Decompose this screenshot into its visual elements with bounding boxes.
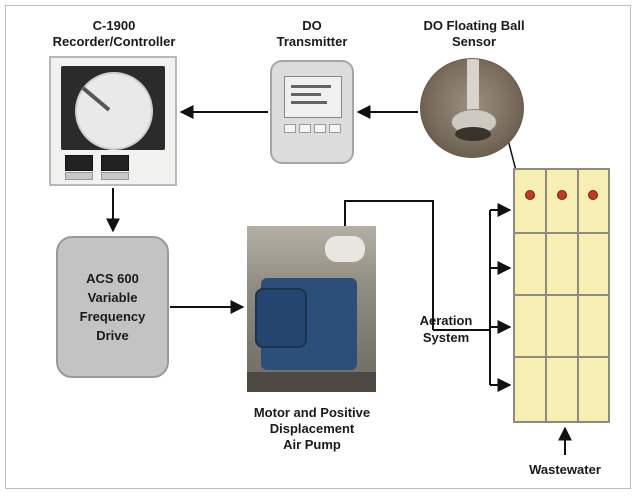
vfd-label-line1: ACS 600: [86, 271, 139, 286]
pump-outlet-pipe: [325, 236, 365, 262]
sensor-point-2: [557, 190, 567, 200]
floating-ball-sensor-photo: [420, 58, 524, 158]
transmitter-key-4: [329, 124, 341, 133]
recorder-label: C-1900 Recorder/Controller: [38, 18, 190, 50]
wastewater-label: Wastewater: [529, 462, 601, 477]
sensor-label-line2: Sensor: [451, 34, 497, 49]
transmitter-key-2: [299, 124, 311, 133]
recorder-display-left: [65, 155, 93, 171]
sensor-label-line1: DO Floating Ball: [423, 18, 525, 33]
aeration-label-line2: System: [422, 330, 470, 345]
sensor-label: DO Floating Ball Sensor: [400, 18, 548, 50]
recorder-screen: [61, 66, 165, 150]
aeration-label: Aeration System: [408, 312, 484, 346]
air-supply-line: [344, 200, 434, 330]
circular-chart-icon: [75, 72, 153, 150]
diagram-border: [5, 5, 631, 489]
transmitter-lcd: [284, 76, 342, 118]
pump-label-line1: Motor and Positive: [253, 405, 371, 420]
transmitter-key-1: [284, 124, 296, 133]
vfd-label-line3: Frequency: [79, 309, 146, 324]
transmitter-label-line1: DO: [302, 18, 322, 33]
transmitter-label: DO Transmitter: [252, 18, 372, 50]
transmitter-label-line2: Transmitter: [276, 34, 348, 49]
pump-label-line3: Air Pump: [283, 437, 341, 452]
sensor-point-3: [588, 190, 598, 200]
recorder-label-line1: C-1900: [92, 18, 136, 33]
do-transmitter-unit: [270, 60, 354, 164]
air-pump-photo: [247, 226, 376, 392]
transmitter-key-3: [314, 124, 326, 133]
pump-base: [247, 372, 376, 392]
pump-label-line2: Displacement: [269, 421, 355, 436]
sensor-ring: [455, 127, 491, 141]
recorder-button-left: [65, 172, 93, 180]
pump-label: Motor and Positive Displacement Air Pump: [222, 405, 402, 453]
aeration-label-line1: Aeration: [419, 313, 473, 328]
vfd-label-line2: Variable: [87, 290, 138, 305]
recorder-label-line2: Recorder/Controller: [52, 34, 176, 49]
wastewater-tank-grid: [513, 168, 610, 423]
recorder-controller-unit: [49, 56, 177, 186]
recorder-button-right: [101, 172, 129, 180]
sensor-rod: [467, 59, 479, 115]
variable-frequency-drive-box: ACS 600 Variable Frequency Drive: [56, 236, 169, 378]
pump-motor: [255, 288, 307, 348]
recorder-display-right: [101, 155, 129, 171]
vfd-label-line4: Drive: [96, 328, 129, 343]
sensor-point-1: [525, 190, 535, 200]
